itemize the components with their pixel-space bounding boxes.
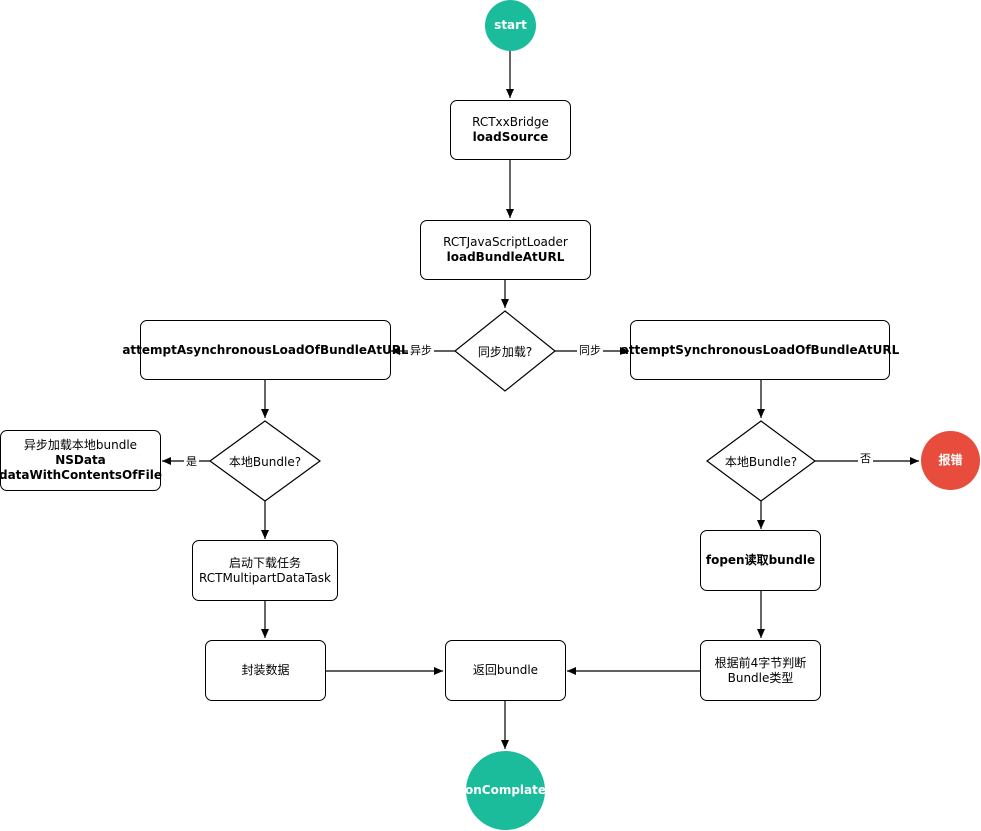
loader-method: loadBundleAtURL <box>446 250 565 264</box>
wrap-data-node: 封装数据 <box>205 640 326 701</box>
error-label: 报错 <box>938 453 963 467</box>
async-local-read-node: 异步加载本地bundle NSData dataWithContentsOfFi… <box>0 430 163 491</box>
download-task-line2: RCTMultipartDataTask <box>199 570 331 585</box>
loader-node: RCTJavaScriptLoader loadBundleAtURL <box>420 220 591 280</box>
start-node: start <box>485 0 536 51</box>
detect-type-line2: Bundle类型 <box>727 670 794 685</box>
async-local-decision-label: 本地Bundle? <box>228 455 302 469</box>
return-bundle-label: 返回bundle <box>472 663 539 677</box>
edge-label-async: 异步 <box>408 344 434 357</box>
complete-node: onComplate <box>464 751 547 830</box>
async-local-read-line3: dataWithContentsOfFile <box>0 468 163 482</box>
async-local-read-line2: NSData <box>55 453 106 467</box>
sync-local-decision-label: 本地Bundle? <box>724 455 798 469</box>
edge-label-sync: 同步 <box>577 344 603 357</box>
sync-load-method: attemptSynchronousLoadOfBundleAtURL <box>620 342 900 357</box>
async-local-decision-diamond <box>208 420 322 502</box>
async-local-read-line1: 异步加载本地bundle <box>23 438 138 452</box>
sync-decision-label: 同步加载? <box>477 345 533 359</box>
fopen-label: fopen读取bundle <box>705 553 816 567</box>
download-task-node: 启动下载任务 RCTMultipartDataTask <box>192 540 338 601</box>
async-load-node: attemptAsynchronousLoadOfBundleAtURL <box>122 320 409 380</box>
detect-type-line1: 根据前4字节判断 <box>714 655 807 670</box>
edge-label-yes: 是 <box>184 455 199 468</box>
complete-label: onComplate <box>464 783 547 797</box>
return-bundle-node: 返回bundle <box>445 640 566 701</box>
async-load-method: attemptAsynchronousLoadOfBundleAtURL <box>122 342 409 357</box>
bridge-class: RCTxxBridge <box>472 115 549 129</box>
wrap-data-label: 封装数据 <box>241 663 290 677</box>
download-task-line1: 启动下载任务 <box>228 555 301 570</box>
bridge-method: loadSource <box>472 130 549 144</box>
sync-load-node: attemptSynchronousLoadOfBundleAtURL <box>621 320 899 380</box>
detect-type-node: 根据前4字节判断 Bundle类型 <box>700 640 821 701</box>
edge-label-no: 否 <box>858 452 873 465</box>
loader-class: RCTJavaScriptLoader <box>443 235 568 249</box>
sync-local-decision-diamond <box>705 420 817 502</box>
fopen-node: fopen读取bundle <box>700 530 821 591</box>
start-label: start <box>494 18 527 32</box>
bridge-node: RCTxxBridge loadSource <box>450 100 571 160</box>
sync-decision-diamond <box>454 310 556 392</box>
error-node: 报错 <box>921 431 980 490</box>
